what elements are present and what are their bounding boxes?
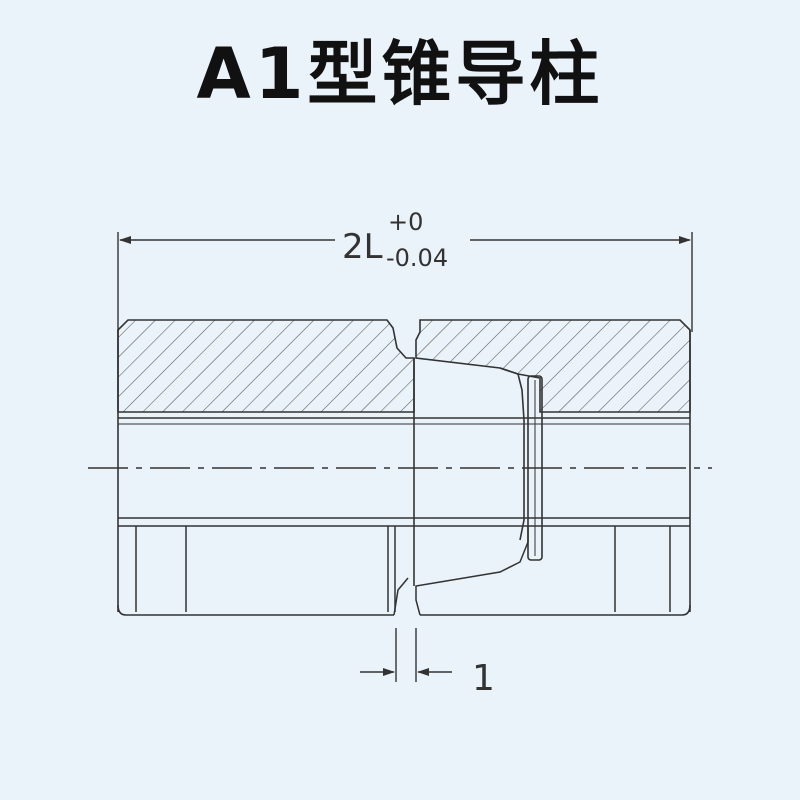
gap-dimension: [360, 628, 452, 682]
upper-section: [117, 319, 691, 425]
drawing-title: A1型锥导柱: [196, 33, 604, 115]
gap-label: 1: [472, 658, 495, 699]
tolerance-lower: -0.04: [386, 244, 448, 272]
lower-section: [118, 517, 690, 616]
right-upper-hatch: [415, 319, 691, 413]
tolerance-upper: +0: [388, 208, 423, 236]
left-upper-hatch: [117, 319, 415, 413]
guide-pillar-outline: [117, 330, 691, 616]
taper-core: [413, 358, 543, 586]
overall-length-dimension: [117, 232, 693, 332]
length-label: 2L: [342, 227, 383, 267]
